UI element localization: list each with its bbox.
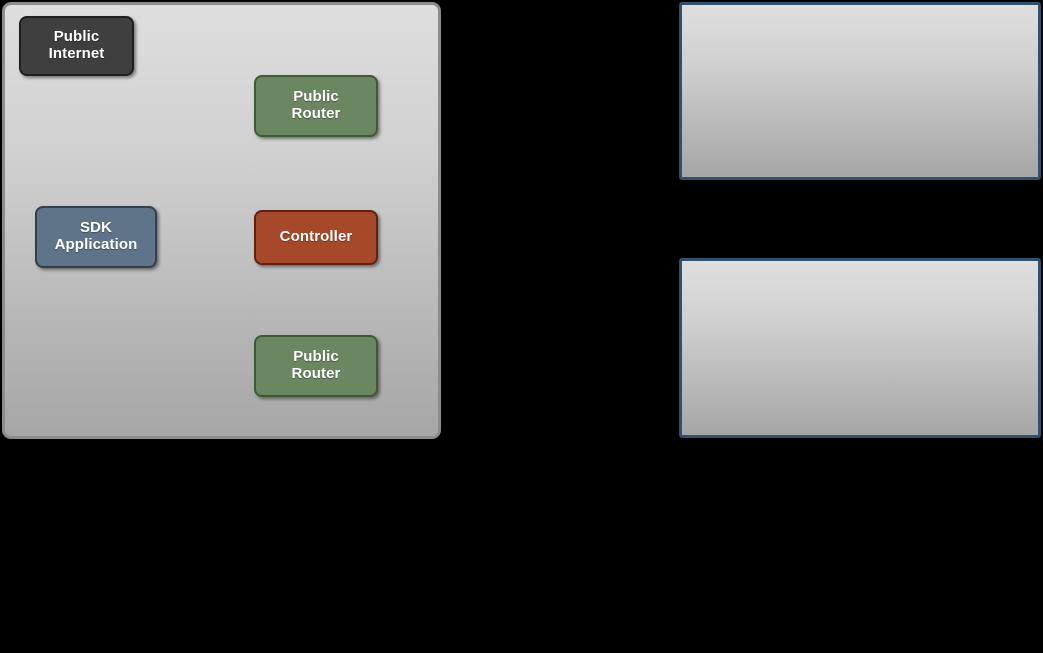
- node-controller[interactable]: Controller: [254, 210, 378, 265]
- diagram-canvas: Public Internet Public Router SDK Applic…: [2, 2, 1041, 439]
- node-public-router-top[interactable]: Public Router: [254, 75, 378, 137]
- private-network-2-container: Private Network 2 Private Router Applica…: [679, 258, 1041, 438]
- node-sdk-application[interactable]: SDK Application: [35, 206, 157, 268]
- node-public-router-bottom[interactable]: Public Router: [254, 335, 378, 397]
- private-network-1-container: Private Network 1 Private Router Applica…: [679, 2, 1041, 180]
- public-zone-container: Public Internet Public Router SDK Applic…: [2, 2, 441, 439]
- node-public-internet[interactable]: Public Internet: [19, 16, 134, 76]
